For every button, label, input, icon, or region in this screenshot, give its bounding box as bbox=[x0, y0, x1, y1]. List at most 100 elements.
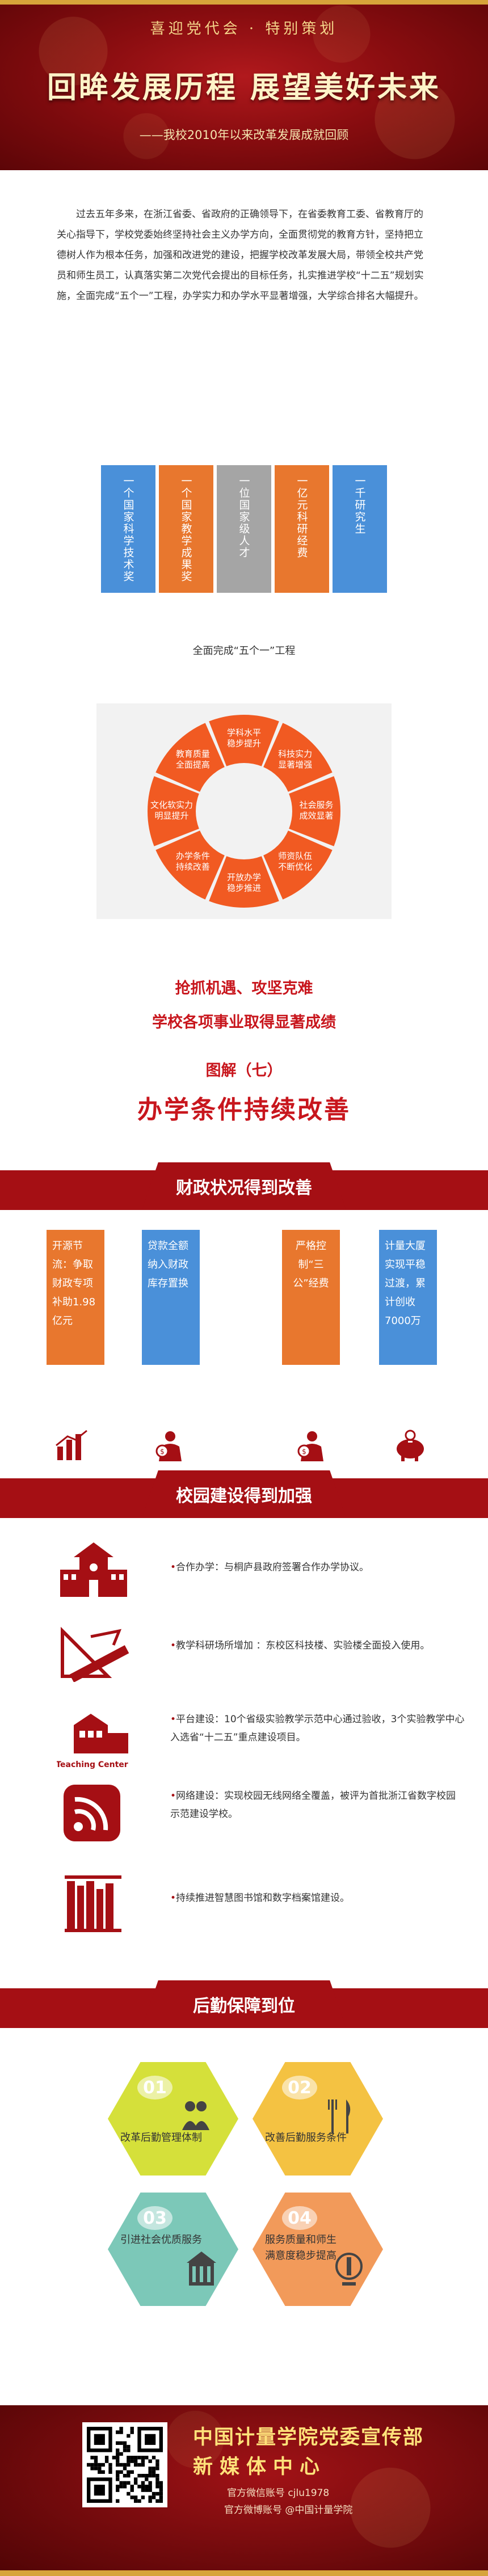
bullet: • bbox=[170, 1640, 176, 1651]
finance-card: 严格控制“三公”经费 bbox=[282, 1230, 340, 1365]
ruler-triangle-icon bbox=[61, 1626, 129, 1682]
logistics-item: 03 引进社会优质服务 bbox=[108, 2193, 238, 2306]
logistics-item: 01 改革后勤管理体制 bbox=[108, 2062, 238, 2176]
campus-item-label: 教学科研场所增加 ：东校区科技楼、实验楼全面投入使用。 bbox=[176, 1640, 430, 1651]
bullet: • bbox=[170, 1892, 176, 1904]
teaching-center-icon: Teaching Center bbox=[57, 1714, 128, 1769]
campus-item-text: •教学科研场所增加 ：东校区科技楼、实验楼全面投入使用。 bbox=[170, 1637, 465, 1655]
campus-title: 校园建设得到加强 bbox=[142, 1470, 346, 1518]
five-one-bar-label: 一千研究生 bbox=[353, 475, 366, 535]
five-one-bar: 一位国家级人才 bbox=[217, 465, 271, 593]
donut-center bbox=[199, 766, 289, 856]
finance-title: 财政状况得到改善 bbox=[142, 1162, 346, 1210]
finance-banner: 财政状况得到改善 bbox=[0, 1162, 488, 1210]
logistics-item-label: 服务质量和师生满意度稳步提高 bbox=[265, 2234, 336, 2262]
five-one-bar-label: 一位国家级人才 bbox=[237, 475, 250, 559]
donut-segment bbox=[263, 830, 333, 900]
donut-segment-label: 学科水平稳步提升 bbox=[227, 728, 261, 749]
achievements-donut: 学科水平稳步提升科技实力显著增强社会服务成效显著师资队伍不断优化开放办学稳步推进… bbox=[96, 703, 392, 919]
five-one-bar: 一千研究生 bbox=[333, 465, 387, 593]
logistics-item-number: 01 bbox=[137, 2076, 173, 2099]
logistics-title: 后勤保障到位 bbox=[142, 1980, 346, 2028]
logistics-item: 02 改善后勤服务条件 bbox=[253, 2062, 383, 2176]
header-gold-band bbox=[0, 0, 488, 5]
finance-card: 贷款全额纳入财政库存置换 bbox=[142, 1230, 200, 1365]
donut-segment bbox=[209, 856, 279, 908]
svg-text:$: $ bbox=[302, 1448, 306, 1456]
donut-segment bbox=[155, 723, 225, 792]
five-one-bar-label: 一个国家科学技术奖 bbox=[121, 475, 134, 583]
page-subtitle: ——我校2010年以来改革发展成就回顾 bbox=[139, 128, 349, 142]
campus-item-text: •合作办学：与桐庐县政府签署合作办学协议。 bbox=[170, 1558, 465, 1576]
footer-org: 中国计量学院党委宣传部 bbox=[193, 2426, 424, 2449]
logistics-item-label: 引进社会优质服务 bbox=[120, 2234, 202, 2246]
campus-item-label: 平台建设：10个省级实验教学示范中心通过验收，3个实验教学中心入选省“十二五”重… bbox=[170, 1714, 465, 1743]
donut-segment-label: 教育质量全面提高 bbox=[176, 749, 210, 770]
footer: 中国计量学院党委宣传部 新媒体中心 官方微信账号 cjlu1978 官方微博账号… bbox=[0, 2405, 488, 2576]
donut-segment-label: 社会服务成效显著 bbox=[299, 800, 333, 821]
money-person-icon: $ bbox=[155, 1431, 182, 1461]
footer-org2: 新媒体中心 bbox=[193, 2456, 327, 2478]
bullet: • bbox=[170, 1714, 176, 1725]
donut-segment-label: 开放办学稳步推进 bbox=[227, 872, 261, 893]
hexagon bbox=[108, 2062, 238, 2176]
svg-text:Teaching Center: Teaching Center bbox=[57, 1760, 128, 1769]
footer-wechat: 官方微信账号 cjlu1978 bbox=[227, 2488, 330, 2499]
school-building-icon bbox=[60, 1542, 127, 1597]
logistics-item: 04 服务质量和师生满意度稳步提高 bbox=[253, 2193, 383, 2306]
donut-segment-label: 师资队伍不断优化 bbox=[278, 851, 312, 872]
five-one-bar-label: 一亿元科研经费 bbox=[295, 475, 308, 559]
bullet: • bbox=[170, 1562, 176, 1573]
donut-segment bbox=[148, 776, 199, 846]
finance-card: 计量大厦实现平稳过渡，累计创收7000万 bbox=[379, 1230, 437, 1365]
hexagon bbox=[253, 2062, 383, 2176]
header-kicker: 喜迎党代会 · 特别策划 bbox=[150, 20, 338, 37]
money-person-icon: $ bbox=[297, 1431, 323, 1461]
people-icon bbox=[182, 2101, 209, 2130]
headline-line1: 抢抓机遇、攻坚克难 bbox=[175, 980, 313, 997]
campus-item-label: 合作办学：与桐庐县政府签署合作办学协议。 bbox=[176, 1562, 369, 1573]
page-title: 回眸发展历程 展望美好未来 bbox=[47, 71, 441, 105]
five-one-bar-label: 一个国家教学成果奖 bbox=[179, 475, 192, 583]
piggy-bank-icon bbox=[397, 1430, 424, 1461]
finance-card: 开源节流：争取财政专项补助1.98亿元 bbox=[47, 1230, 104, 1365]
logistics-item-label: 改善后勤服务条件 bbox=[265, 2132, 347, 2144]
campus-item-text: •持续推进智慧图书馆和数字档案馆建设。 bbox=[170, 1889, 465, 1907]
five-one-bar: 一亿元科研经费 bbox=[275, 465, 329, 593]
footer-gold-band bbox=[0, 2570, 488, 2576]
donut-segment bbox=[155, 830, 225, 900]
headline-line2: 学校各项事业取得显著成绩 bbox=[152, 1014, 336, 1031]
books-icon bbox=[65, 1875, 121, 1932]
five-one-caption: 全面完成“五个一”工程 bbox=[192, 645, 296, 657]
campus-item-label: 持续推进智慧图书馆和数字档案馆建设。 bbox=[176, 1892, 350, 1904]
hexagon bbox=[108, 2193, 238, 2306]
donut-segment bbox=[289, 776, 340, 846]
svg-text:$: $ bbox=[160, 1448, 165, 1456]
qr-code[interactable] bbox=[82, 2422, 167, 2507]
figure-number: 图解（七） bbox=[205, 1062, 283, 1080]
logistics-item-number: 03 bbox=[137, 2206, 173, 2230]
bar-chart-icon bbox=[56, 1430, 87, 1460]
five-one-bar: 一个国家教学成果奖 bbox=[159, 465, 213, 593]
campus-banner: 校园建设得到加强 bbox=[0, 1470, 488, 1518]
campus-item-text: •网络建设：实现校园无线网络全覆盖，被评为首批浙江省数字校园示范建设学校。 bbox=[170, 1787, 465, 1823]
bullet: • bbox=[170, 1790, 176, 1802]
donut-svg: 学科水平稳步提升科技实力显著增强社会服务成效显著师资队伍不断优化开放办学稳步推进… bbox=[148, 715, 340, 908]
donut-segment-label: 科技实力显著增强 bbox=[278, 749, 312, 770]
five-one-bars: 一个国家科学技术奖 一个国家教学成果奖 一位国家级人才 一亿元科研经费 一千研究… bbox=[101, 465, 387, 593]
header-banner: 喜迎党代会 · 特别策划 回眸发展历程 展望美好未来 ——我校2010年以来改革… bbox=[0, 0, 488, 170]
fork-knife-icon bbox=[328, 2099, 351, 2134]
building-icon bbox=[187, 2252, 216, 2286]
donut-segment-label: 办学条件持续改善 bbox=[176, 851, 210, 872]
intro-paragraph: 过去五年多来，在浙江省委、省政府的正确领导下，在省委教育工委、省教育厅的关心指导… bbox=[57, 209, 424, 302]
donut-segment-label: 文化软实力明显提升 bbox=[150, 800, 193, 821]
rss-icon bbox=[64, 1785, 120, 1841]
logistics-item-number: 02 bbox=[282, 2076, 317, 2099]
donut-segment bbox=[263, 723, 333, 792]
campus-item-text: •平台建设：10个省级实验教学示范中心通过验收，3个实验教学中心入选省“十二五”… bbox=[170, 1710, 465, 1747]
logistics-item-number: 04 bbox=[282, 2206, 317, 2230]
section-big-title: 办学条件持续改善 bbox=[137, 1095, 351, 1124]
logistics-item-label: 改革后勤管理体制 bbox=[120, 2132, 202, 2144]
lamp-icon bbox=[335, 2253, 363, 2286]
